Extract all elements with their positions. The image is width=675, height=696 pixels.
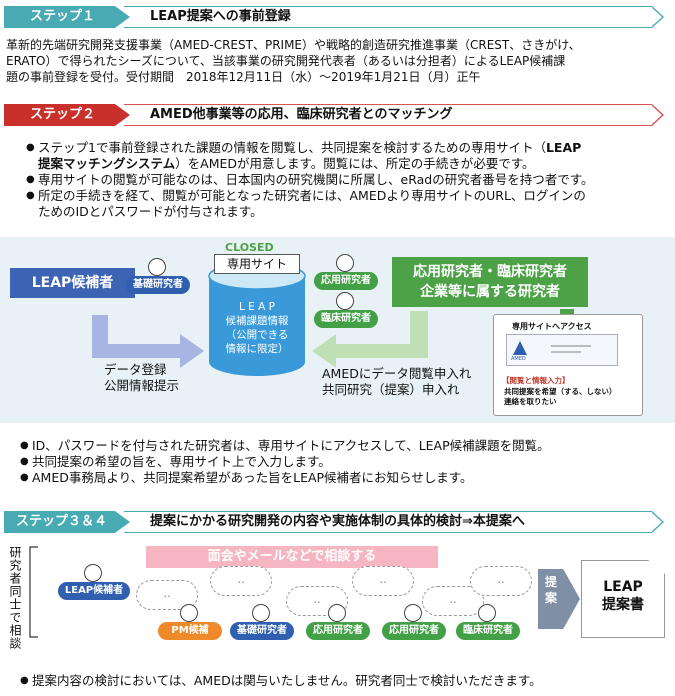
footer-note: 提案内容の検討においては、AMEDは関与いたしません。研究者同士で検討いただきま…	[20, 673, 542, 689]
apply-text: AMEDにデータ閲覧申入れ 共同研究（提案）申入れ	[322, 366, 472, 397]
step1-tag: ステップ１	[4, 6, 130, 28]
speech-cloud: ‥	[210, 566, 272, 596]
basic-researcher: 基礎研究者	[230, 604, 294, 640]
step1-body: 革新的先端研究開発支援事業（AMED-CREST、PRIME）や戦略的創造研究推…	[6, 38, 581, 84]
list-item: ステップ1で事前登録された課題の情報を閲覧し、共同提案を検討するための専用サイト…	[26, 140, 593, 172]
speech-cloud: ‥	[352, 566, 414, 596]
clinical-researcher: 臨床研究者	[314, 292, 378, 328]
step34-title: 提案にかかる研究開発の内容や実施体制の具体的検討⇒本提案へ	[150, 514, 525, 529]
person-icon	[180, 604, 198, 622]
step2-title: AMED他事業等の応用、臨床研究者とのマッチング	[150, 107, 453, 122]
list-item: 専用サイトの閲覧が可能なのは、日本国内の研究機関に所属し、eRadの研究者番号を…	[26, 172, 593, 188]
person-icon	[404, 604, 422, 622]
person-icon	[336, 254, 354, 272]
list-item: 所定の手続きを経て、閲覧が可能となった研究者には、AMEDより専用サイトのURL…	[26, 188, 593, 220]
speech-cloud: ‥	[422, 586, 484, 616]
person-icon	[336, 292, 354, 310]
leap-candidate-person: LEAP候補者	[58, 564, 130, 600]
person-icon	[148, 258, 166, 276]
dedicated-site-label: 専用サイト	[214, 254, 300, 274]
step2-bullets: ステップ1で事前登録された課題の情報を閲覧し、共同提案を検討するための専用サイト…	[26, 140, 593, 220]
step1-title: LEAP提案への事前登録	[150, 9, 291, 24]
list-item: AMED事務局より、共同提案希望があった旨をLEAP候補者にお知らせします。	[20, 470, 550, 486]
list-item: ID、パスワードを付与された研究者は、専用サイトにアクセスして、LEAP候補課題…	[20, 438, 550, 454]
side-label: 研究者同士で相談	[8, 546, 22, 650]
candidate-info-text: L E A P 候補課題情報 （公開できる 情報に限定）	[225, 301, 289, 355]
applied-researcher: 応用研究者	[382, 604, 446, 640]
data-registration-text: データ登録 公開情報提示	[104, 362, 180, 393]
step34-tag: ステップ３＆４	[4, 511, 130, 533]
step2-header: ステップ２ AMED他事業等の応用、臨床研究者とのマッチング	[4, 104, 666, 126]
step34-header: ステップ３＆４ 提案にかかる研究開発の内容や実施体制の具体的検討⇒本提案へ	[4, 511, 666, 533]
applied-researcher: 応用研究者	[314, 254, 378, 290]
bracket	[29, 546, 38, 638]
person-icon	[478, 604, 496, 622]
leap-candidate-box: LEAP候補者	[10, 268, 135, 298]
basic-researcher: 基礎研究者	[126, 258, 190, 294]
after-bullets: ID、パスワードを付与された研究者は、専用サイトにアクセスして、LEAP候補課題…	[20, 438, 550, 486]
list-item: 提案内容の検討においては、AMEDは関与いたしません。研究者同士で検討いただきま…	[20, 673, 542, 689]
pm-candidate: PM候補	[158, 604, 222, 640]
leap-proposal-doc: LEAP 提案書	[602, 579, 644, 613]
clinical-researcher: 臨床研究者	[456, 604, 520, 640]
applied-researcher: 応用研究者	[306, 604, 370, 640]
amed-logo-icon	[513, 341, 527, 355]
site-preview: AMED	[506, 334, 618, 366]
document-icon	[581, 560, 665, 638]
step1-header: ステップ１ LEAP提案への事前登録	[4, 6, 666, 28]
closed-label: CLOSED	[225, 241, 274, 254]
step2-tag: ステップ２	[4, 104, 130, 126]
speech-cloud: ‥	[470, 566, 532, 596]
person-icon	[328, 604, 346, 622]
person-icon	[84, 564, 102, 582]
list-item: 共同提案の希望の旨を、専用サイト上で入力します。	[20, 454, 550, 470]
proposal-label: 提案	[545, 575, 558, 605]
researchers-box: 応用研究者・臨床研究者 企業等に属する研究者	[392, 257, 588, 307]
person-icon	[252, 604, 270, 622]
consult-banner: 面会やメールなどで相談する	[146, 546, 438, 568]
site-screenshot-inset: 専用サイトへアクセス AMED 【閲覧と情報入力】 共同提案を希望（する、しない…	[493, 314, 643, 416]
